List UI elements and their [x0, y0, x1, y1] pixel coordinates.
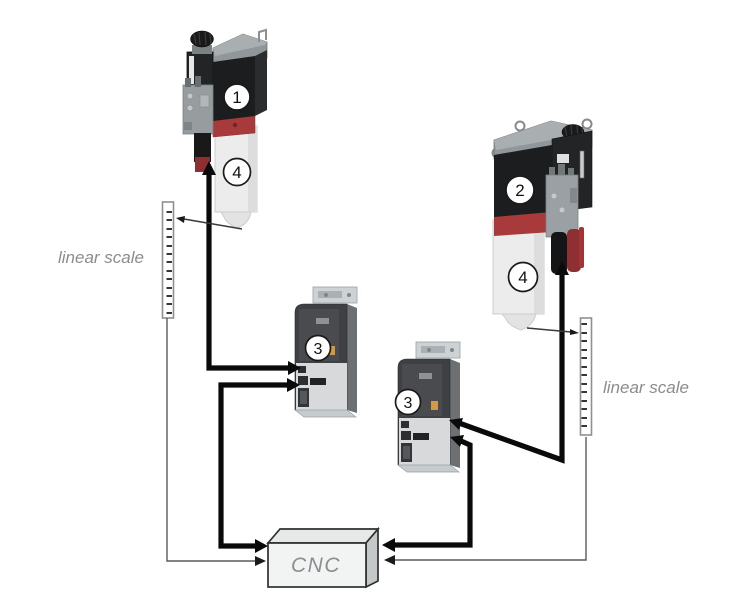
arrowhead-feedback-right: [384, 555, 395, 565]
unit2-fitting-a: [549, 167, 555, 177]
badge-cylinder-right: 4: [507, 261, 539, 293]
hydraulic-unit-1: [182, 28, 268, 229]
badge-unit-1: 1: [223, 83, 251, 111]
arrow-cylinder-right-to-scale: [526, 327, 572, 333]
unit2-lifting-lug-icon: [581, 118, 593, 130]
cnc-label: CNC: [291, 554, 341, 577]
unit2-filter-red: [567, 229, 581, 272]
linear-scale-label-left: linear scale: [58, 248, 144, 267]
badge-cylinder-right-number: 4: [518, 268, 527, 287]
badge-drive-right-number: 3: [404, 395, 413, 412]
unit1-port-b: [186, 104, 194, 112]
badge-unit-1-number: 1: [232, 88, 241, 107]
unit2-cap-ribs: [564, 124, 584, 139]
unit2-tank-label: [557, 154, 569, 163]
unit2-port-c: [570, 188, 577, 203]
unit1-fitting-a: [185, 78, 191, 87]
arrowhead-into-scale-left: [176, 216, 185, 223]
unit1-port-c: [199, 94, 210, 108]
feedback-scale-right-to-cnc: [394, 437, 587, 561]
unit2-lifting-lug-icon: [514, 120, 526, 132]
cnc-box: CNC: [266, 526, 380, 589]
arrowhead-into-scale-right: [570, 329, 579, 335]
unit1-cap-collar: [192, 45, 212, 54]
arrow-drive-left-to-unit1: [206, 172, 290, 371]
unit1-fitting-b: [195, 76, 201, 87]
unit2-filter-red-thin: [579, 227, 584, 268]
arrowhead-into-cnc-left: [255, 539, 268, 553]
hydraulic-unit-2: [491, 118, 593, 331]
unit2-fitting-c: [568, 168, 574, 177]
unit1-cylinder-shade: [248, 126, 257, 212]
arrowhead-into-drive-left-top: [288, 361, 301, 375]
unit2-fitting-b: [558, 164, 565, 177]
badge-cylinder-left: 4: [222, 157, 252, 187]
unit2-sight-glass: [579, 150, 585, 179]
badge-drive-left-number: 3: [314, 341, 323, 358]
unit1-lifting-lug-icon: [258, 28, 267, 42]
unit2-cylinder-cone: [500, 313, 537, 331]
badge-unit-2-number: 2: [515, 181, 524, 200]
feedback-scale-left-to-cnc: [166, 318, 256, 562]
unit1-cap-ribs: [193, 31, 212, 46]
badge-drive-left: 3: [304, 334, 332, 362]
arrowhead-into-cnc-right: [382, 538, 395, 552]
scale-right-ticks: [581, 323, 587, 427]
unit1-top-highlight: [213, 34, 267, 56]
unit1-port-a: [186, 92, 194, 100]
linear-scale-left: [161, 201, 175, 319]
arrow-drive-right-to-unit2: [458, 272, 565, 464]
badge-cylinder-left-number: 4: [232, 163, 241, 182]
arrowhead-into-unit1: [202, 161, 216, 175]
unit1-band-screw: [232, 122, 238, 128]
badge-unit-2: 2: [505, 175, 535, 205]
unit1-motor-housing-side: [255, 50, 267, 116]
unit1-port-d: [184, 122, 192, 130]
unit2-port-a: [551, 193, 557, 199]
linear-scale-right: [579, 317, 593, 436]
unit2-cylinder-shade: [534, 220, 544, 314]
connections: [166, 161, 587, 566]
arrowhead-feedback-left: [255, 556, 266, 566]
scale-left-ticks: [166, 211, 172, 314]
arrowhead-into-drive-left-bottom: [287, 378, 300, 392]
arrowhead-into-drive-right-top: [449, 418, 463, 430]
unit1-level-gauge: [189, 56, 194, 84]
arrow-cylinder-left-to-scale: [183, 218, 243, 230]
linear-scale-label-right: linear scale: [603, 378, 689, 397]
unit1-filter-black: [194, 133, 211, 162]
badge-drive-right: 3: [394, 388, 422, 416]
unit2-valve-block: [545, 174, 579, 238]
arrowhead-into-unit2: [555, 261, 569, 275]
arrow-cnc-to-drive-left: [218, 382, 288, 549]
arrowhead-into-drive-right-bottom: [450, 435, 464, 447]
arrow-cnc-to-drive-right: [395, 438, 473, 548]
unit2-port-b: [559, 207, 565, 213]
